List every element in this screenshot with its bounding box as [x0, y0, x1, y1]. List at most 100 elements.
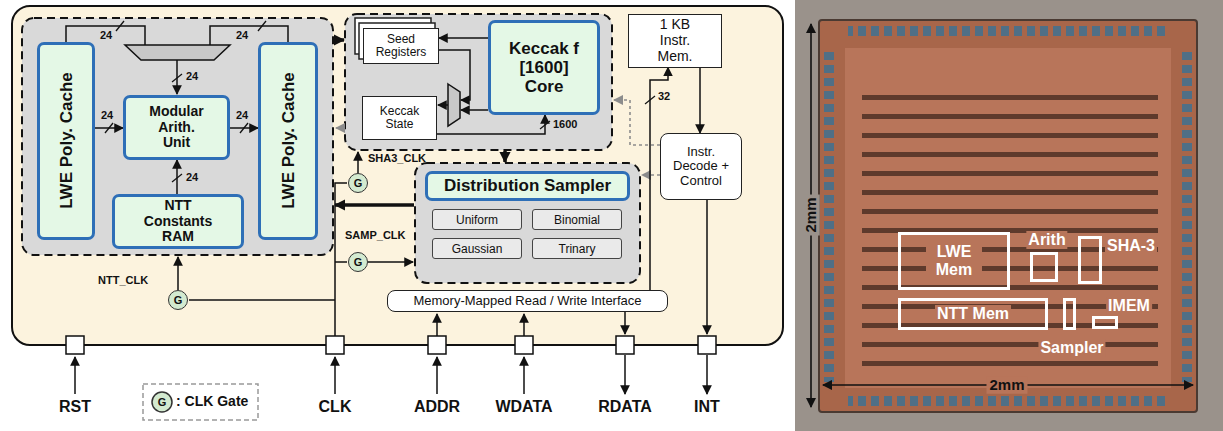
pin-name: CLK	[319, 398, 352, 416]
mode-box: Gaussian	[432, 238, 522, 259]
group-arrow	[503, 151, 507, 162]
register-box: Seed Registers	[363, 28, 439, 64]
ram-block: NTT Constants RAM	[112, 194, 244, 249]
cache-block: LWE Poly. Cache	[258, 42, 318, 240]
control-wire	[614, 100, 660, 145]
pin-wire	[706, 355, 708, 394]
block-group	[22, 18, 333, 255]
control-box: Instr. Decode + Control	[660, 133, 742, 200]
pin-wire	[436, 357, 438, 394]
die-photo	[848, 26, 1170, 36]
io-pin	[428, 336, 446, 354]
clock-gate: G	[348, 252, 368, 272]
bus-slash	[116, 21, 124, 31]
io-pin	[66, 336, 84, 354]
control-wire	[642, 174, 660, 176]
signal-wire	[439, 37, 488, 39]
die-photo	[824, 52, 834, 382]
memory-box: 1 KB Instr. Mem.	[628, 14, 722, 67]
group-arrow	[334, 38, 344, 42]
die-photo	[819, 20, 1197, 412]
block-label: LWE Poly. Cache	[56, 73, 75, 210]
pin-wire	[624, 355, 626, 394]
chip-boundary	[12, 6, 783, 345]
die-region: IMEM	[1092, 316, 1118, 329]
block-label: Sampler	[1038, 339, 1105, 357]
block-label: NTT Mem	[935, 305, 1011, 323]
dimension: 2mm	[986, 377, 1027, 394]
pin-name: RDATA	[598, 398, 652, 416]
block-label: Trinary	[559, 243, 596, 255]
io-pin	[326, 336, 344, 354]
block-label: LWE Poly. Cache	[278, 73, 297, 210]
pin-wire	[436, 314, 438, 336]
legend-entry: : CLK Gate	[176, 394, 248, 409]
block-label: SHA-3	[1105, 237, 1157, 255]
die-region: Sampler	[1063, 298, 1076, 330]
die-region: SHA-3	[1078, 236, 1102, 284]
block-label: NTT Constants RAM	[136, 198, 220, 245]
clock-wire	[177, 257, 179, 290]
bus-width: 24	[100, 29, 112, 41]
clock-gate: G	[348, 173, 368, 193]
pin-wire	[334, 357, 336, 394]
signal-wire	[699, 68, 701, 134]
mode-box: Uniform	[432, 209, 522, 230]
legend-box	[143, 384, 258, 420]
cache-block: LWE Poly. Cache	[37, 42, 95, 240]
legend-text: : CLK Gate	[176, 393, 248, 409]
die-region: LWE Mem	[898, 232, 1010, 290]
data-wire	[438, 104, 448, 106]
block-label: Keccak State	[371, 105, 429, 132]
bus-width: 24	[236, 29, 248, 41]
data-wire	[461, 109, 488, 111]
bus-slash	[105, 21, 655, 182]
hash-core: Keccak f [1600] Core	[488, 20, 600, 115]
legend-box	[152, 392, 172, 412]
bus-width: 24	[101, 109, 113, 121]
signal-wire	[230, 127, 258, 129]
bus-width: 1600	[553, 118, 577, 130]
pin-name: WDATA	[495, 398, 552, 416]
dimension-arrow	[811, 24, 1193, 407]
die-region: Arith	[1030, 252, 1058, 282]
block-group	[415, 163, 640, 283]
block-label: Modular Arith. Unit	[144, 104, 210, 151]
block-label: G	[354, 257, 363, 268]
clock-wire	[335, 183, 347, 336]
signal-wire	[95, 127, 123, 129]
clock-wire	[335, 261, 347, 263]
signal-wire	[176, 160, 178, 194]
block-label: LWE Mem	[926, 243, 982, 279]
die-photo	[862, 88, 1158, 373]
block-label: Instr. Decode + Control	[673, 145, 729, 189]
io-pin	[66, 336, 716, 354]
block-label: IMEM	[1106, 297, 1152, 315]
bus-width: 24	[186, 171, 198, 183]
pin-name: INT	[694, 398, 720, 416]
multiplexer	[125, 45, 230, 60]
clock-wire	[368, 261, 413, 263]
io-pin	[698, 336, 716, 354]
clock-wire	[357, 152, 359, 173]
clock-wire	[189, 299, 335, 301]
data-wire	[439, 50, 470, 100]
die-photo	[1182, 52, 1192, 382]
bus-width: 32	[658, 90, 670, 102]
bus-width: 24	[186, 70, 198, 82]
die-photo	[795, 0, 1223, 431]
gate-symbol-letter: G	[158, 396, 167, 408]
block-label: Distribution Sampler	[444, 176, 611, 195]
pin-wire	[523, 357, 525, 394]
state-box: Keccak State	[362, 96, 437, 140]
block-label: Gaussian	[452, 243, 503, 255]
io-pin	[616, 336, 634, 354]
block-label: Memory-Mapped Read / Write Interface	[413, 294, 641, 309]
die-photo	[795, 0, 1223, 431]
block-label: Binomial	[554, 214, 600, 226]
pin-wire	[624, 312, 626, 334]
block-group	[345, 14, 612, 150]
block-label: 1 KB Instr. Mem.	[649, 17, 701, 64]
arith-unit: Modular Arith. Unit	[123, 95, 230, 160]
